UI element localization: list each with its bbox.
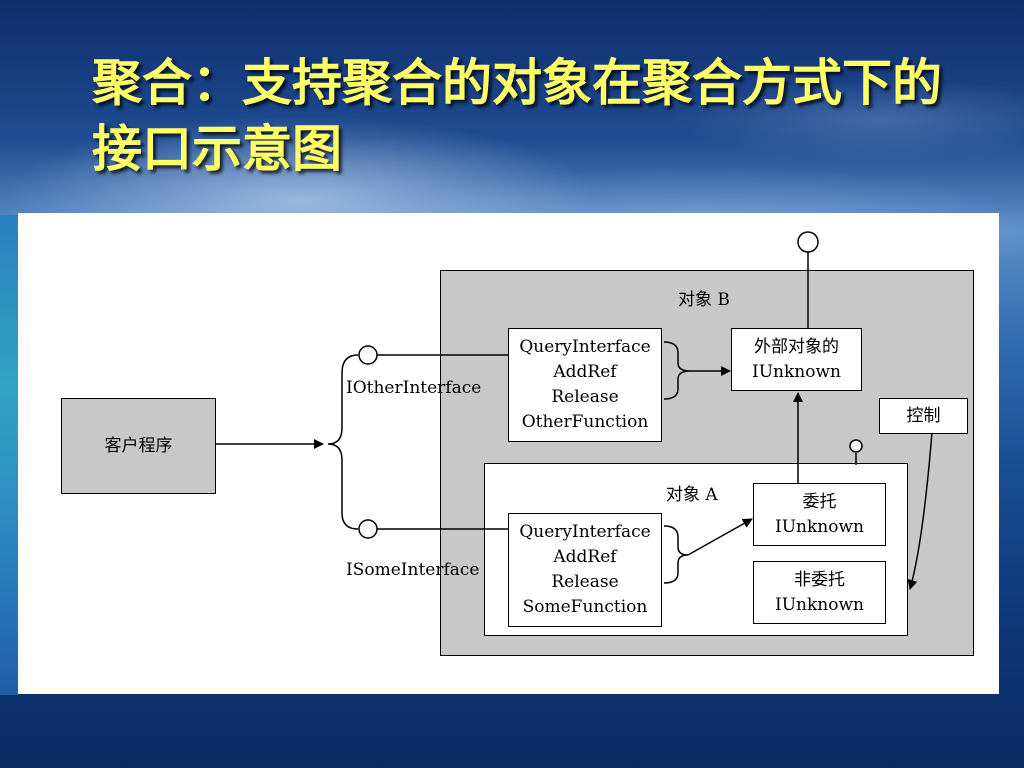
background-strip <box>0 215 18 695</box>
vtable-entry: QueryInterface <box>519 337 651 357</box>
isome-lollipop-icon <box>358 519 378 539</box>
vtable-entry: SomeFunction <box>522 597 648 617</box>
delegating-iunknown-line1: 委托 <box>802 491 837 512</box>
nondelegating-iunknown-box: 非委托 IUnknown <box>753 561 886 624</box>
control-box: 控制 <box>879 398 968 434</box>
interface-brace <box>327 354 359 530</box>
outer-iunknown-box: 外部对象的 IUnknown <box>731 328 862 391</box>
nondelegating-iunknown-line1: 非委托 <box>794 569 845 590</box>
slide-title: 聚合：支持聚合的对象在聚合方式下的接口示意图 <box>92 54 942 178</box>
some-to-delegate-arrow <box>687 518 753 556</box>
connector-lines <box>216 231 933 590</box>
isome-interface-label: ISomeInterface <box>346 560 480 580</box>
delegating-iunknown-line2: IUnknown <box>775 516 864 537</box>
object-b-label: 对象 B <box>678 290 730 310</box>
some-vtable-brace <box>663 525 689 584</box>
vtable-entry: QueryInterface <box>519 522 651 542</box>
vtable-entry: AddRef <box>553 547 617 567</box>
object-a-label: 对象 A <box>666 485 718 505</box>
outer-iunknown-line1: 外部对象的 <box>754 336 839 357</box>
object-a-lollipop-icon <box>849 439 863 453</box>
vtable-entry: AddRef <box>553 362 617 382</box>
iother-interface-label: IOtherInterface <box>346 378 482 398</box>
other-interface-vtable: QueryInterface AddRef Release OtherFunct… <box>508 328 662 442</box>
outer-unknown-lollipop-icon <box>797 231 819 253</box>
diagram-panel: 客户程序 对象 B 对象 A IOtherInterface ISomeInte… <box>18 213 999 694</box>
other-vtable-brace <box>663 341 691 400</box>
client-program-label: 客户程序 <box>104 435 173 456</box>
vtable-entry: Release <box>551 572 619 592</box>
vtable-entry: Release <box>551 387 619 407</box>
control-arrow <box>907 431 933 590</box>
control-label: 控制 <box>906 405 941 426</box>
nondelegating-iunknown-line2: IUnknown <box>775 594 864 615</box>
delegating-iunknown-box: 委托 IUnknown <box>753 483 886 546</box>
iother-lollipop-icon <box>358 345 378 365</box>
outer-iunknown-line2: IUnknown <box>752 361 841 382</box>
client-program-box: 客户程序 <box>61 398 216 494</box>
some-interface-vtable: QueryInterface AddRef Release SomeFuncti… <box>508 513 662 627</box>
vtable-entry: OtherFunction <box>521 412 649 432</box>
